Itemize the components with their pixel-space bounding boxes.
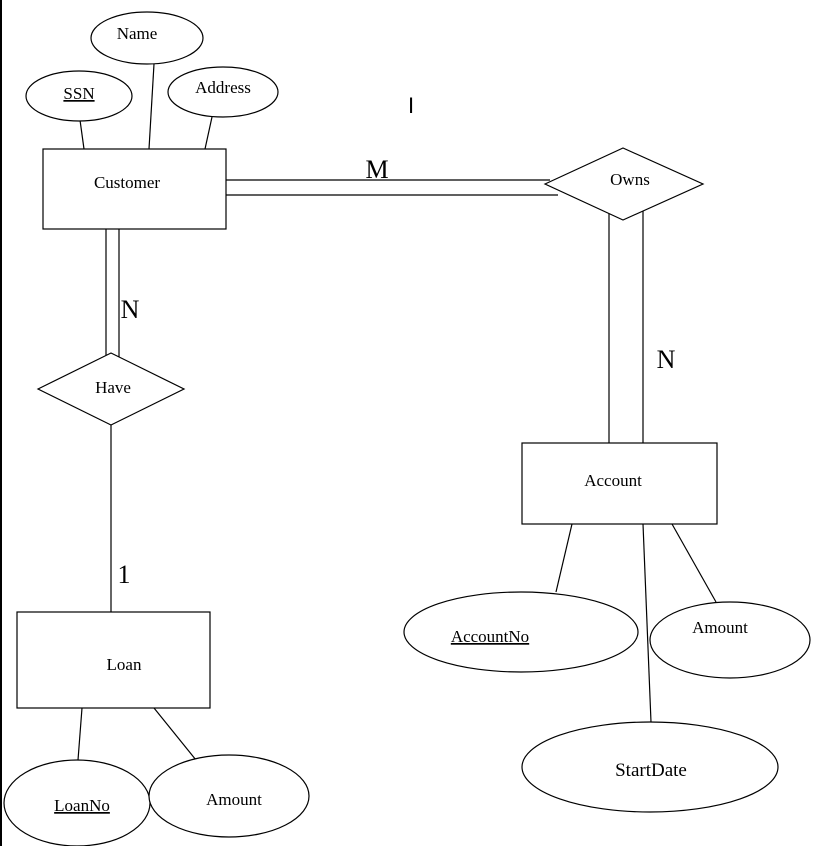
window-left-border: [0, 0, 2, 846]
cardinality-customer-have: N: [121, 295, 140, 324]
customer-attributes: Name SSN Address: [25, 11, 279, 122]
name-connector: [148, 63, 155, 150]
customer-entity: [42, 148, 227, 230]
have-relationship: [36, 352, 186, 426]
startdate-attribute: [521, 721, 779, 813]
owns-relationship: [543, 147, 705, 221]
loan-attributes: LoanNo Amount: [3, 754, 310, 846]
ssn-attribute-label: SSN: [63, 84, 94, 103]
address-attribute-label: Address: [195, 78, 251, 97]
accountno-attribute: [403, 591, 639, 673]
cardinality-have-loan: 1: [118, 560, 131, 589]
loan-entity: [16, 611, 211, 709]
name-attribute-label: Name: [117, 24, 158, 43]
name-attribute: [90, 11, 204, 65]
loan-entity-label: Loan: [107, 655, 142, 674]
cardinality-labels: M N N 1: [118, 155, 676, 589]
startdate-connector: [642, 523, 652, 723]
account-entity-label: Account: [584, 471, 642, 490]
account-entity: [521, 442, 718, 525]
connector-lines: [77, 63, 717, 761]
have-relationship-label: Have: [95, 378, 131, 397]
loan-amount-attribute: [148, 754, 310, 838]
accountno-connector: [555, 523, 573, 593]
loanno-connector: [77, 707, 83, 761]
owns-relationship-label: Owns: [610, 170, 650, 189]
cardinality-customer-owns: M: [365, 155, 388, 184]
text-cursor-mark: I: [408, 93, 414, 118]
startdate-attribute-label: StartDate: [615, 760, 687, 781]
ssn-connector: [79, 119, 85, 150]
accountno-attribute-label: AccountNo: [451, 627, 529, 646]
account-amount-attribute: [649, 601, 811, 679]
cardinality-owns-account: N: [657, 345, 676, 374]
loanno-attribute-label: LoanNo: [54, 796, 110, 815]
address-connector: [204, 116, 213, 150]
customer-entity-label: Customer: [94, 173, 160, 192]
account-attributes: AccountNo Amount StartDate: [403, 591, 811, 813]
account-amount-connector: [671, 523, 717, 603]
address-attribute: [167, 66, 279, 118]
account-amount-attribute-label: Amount: [692, 618, 748, 637]
loan-amount-connector: [153, 707, 197, 761]
loan-amount-attribute-label: Amount: [206, 790, 262, 809]
ssn-attribute: [25, 70, 133, 122]
